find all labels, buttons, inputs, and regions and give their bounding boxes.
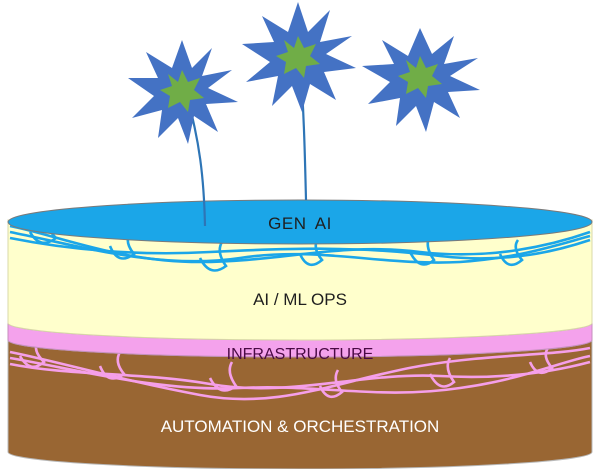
- layer-ai-ml-ops: [7, 219, 593, 341]
- label-ai-ml-ops: AI / ML OPS: [253, 290, 347, 309]
- flower-middle: [242, 2, 356, 112]
- pink-vines: [9, 341, 591, 401]
- label-infrastructure: INFRASTRUCTURE: [226, 346, 374, 363]
- label-gen-ai: GEN AI: [268, 214, 332, 233]
- blue-vines: [9, 220, 591, 272]
- layer-gen-ai-top: [7, 199, 593, 245]
- flower-right: [362, 28, 480, 132]
- label-automation: AUTOMATION & ORCHESTRATION: [160, 417, 440, 436]
- flower-left: [128, 40, 238, 144]
